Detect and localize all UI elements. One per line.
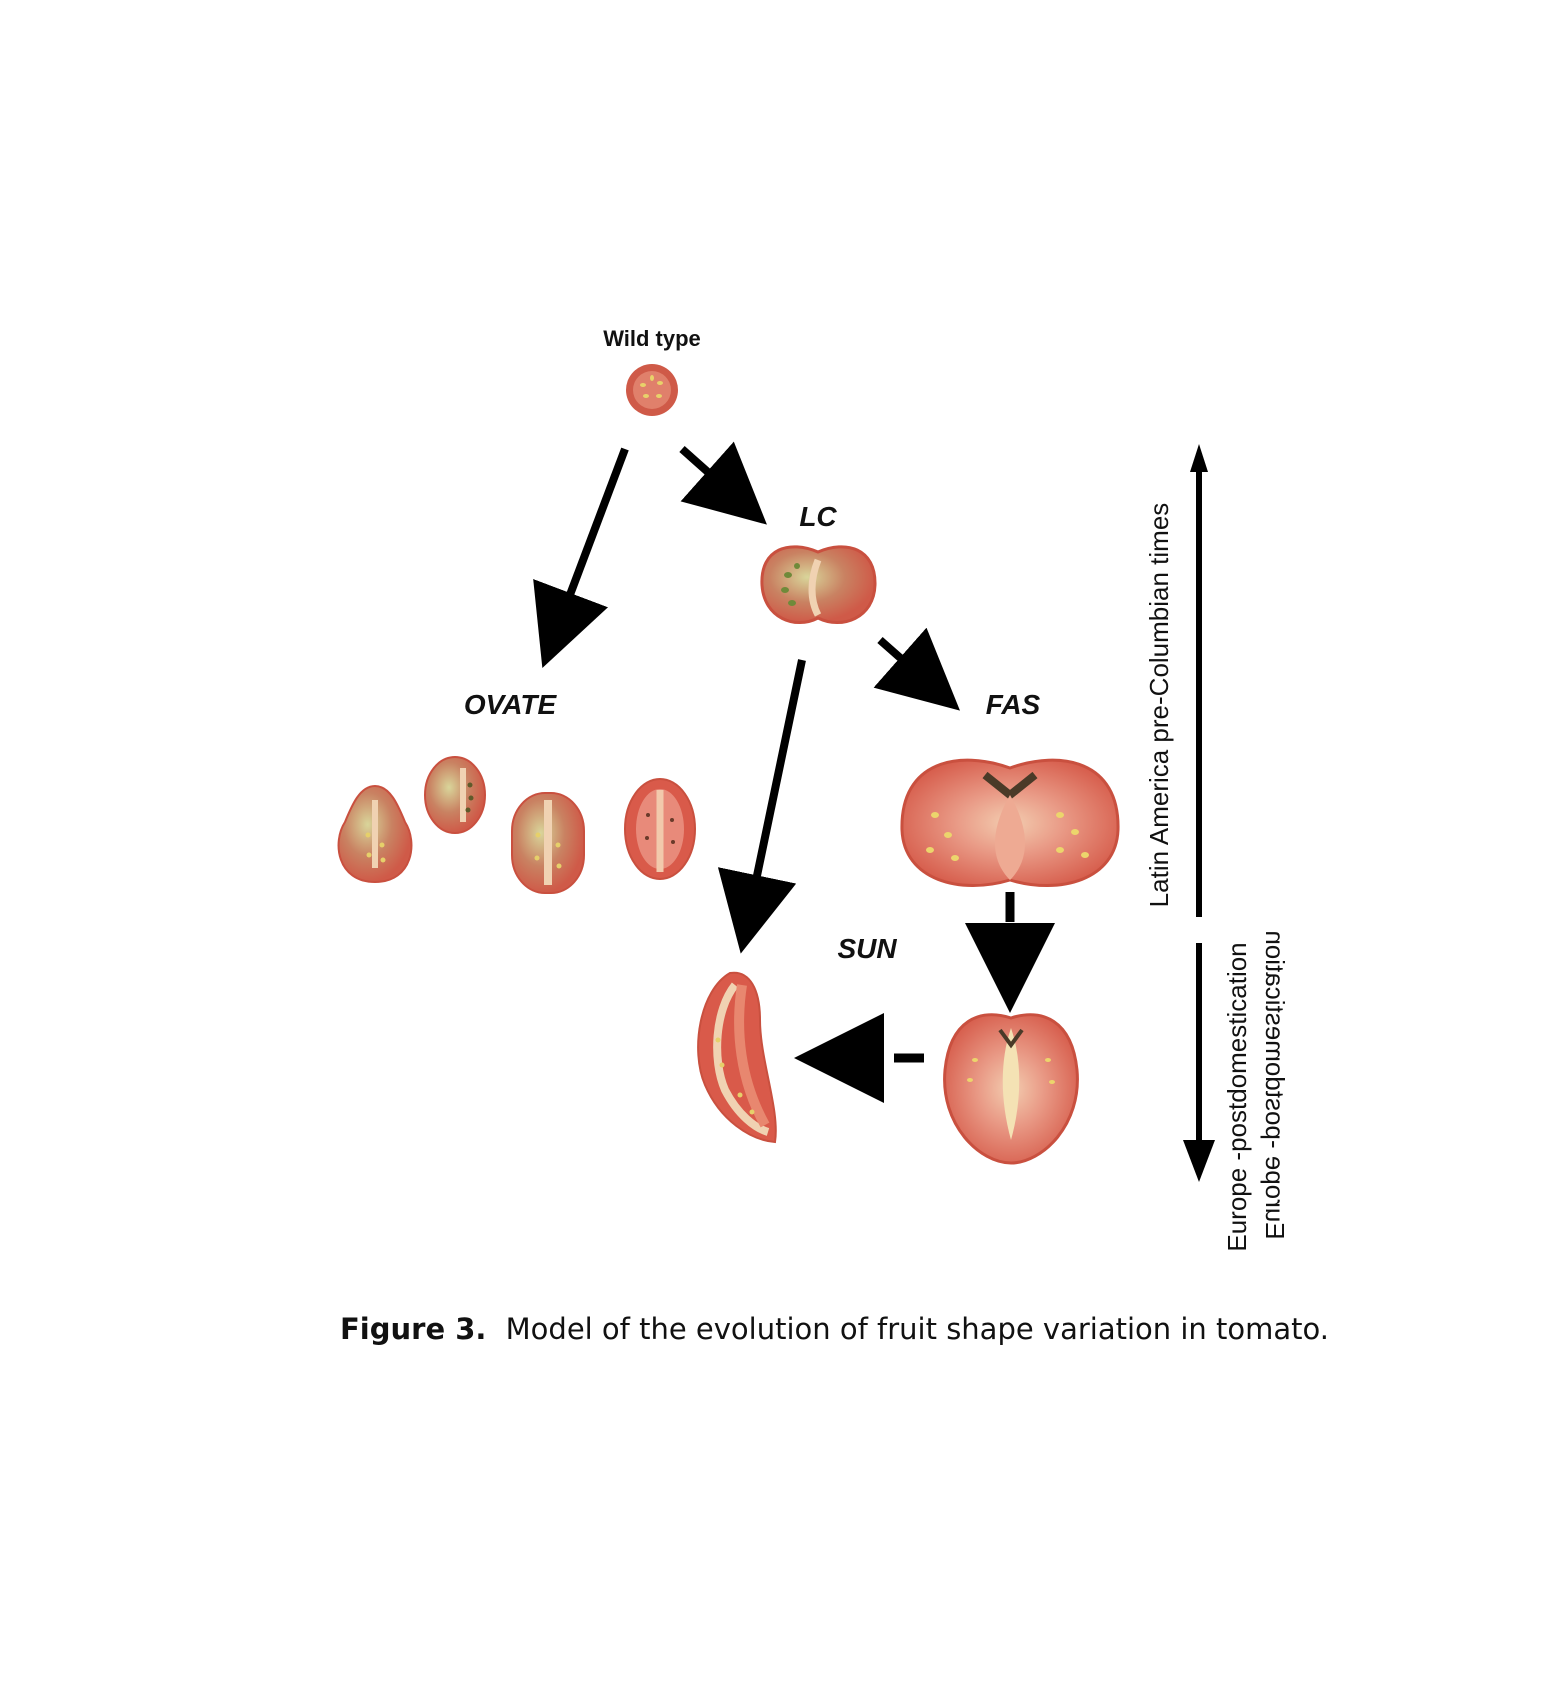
timeline-up-arrow [1190,444,1208,917]
figure-caption: Figure 3. Model of the evolution of frui… [340,1312,1340,1346]
ovate-fruit-3 [511,792,585,894]
fas-fruit [900,758,1120,888]
heart-shaped-fruit [943,1013,1079,1165]
timeline-down-arrow [1183,943,1215,1182]
wild-type-fruit [626,364,678,416]
lc-fruit [760,545,877,624]
ovate-fruit-4 [624,778,696,880]
arrow-lc-to-sun [717,659,806,954]
label-sun: SUN [837,933,897,964]
timeline-upper-label: Latin America pre-Columbian times [1144,503,1174,908]
ovate-fruit-1 [337,784,413,884]
sun-fruit [697,971,777,1144]
arrow-wild-to-lc [679,441,767,525]
ovate-fruit-2 [424,756,486,834]
arrow-lc-to-fas [873,627,960,711]
label-ovate: OVATE [464,689,558,720]
caption-label: Figure 3. [340,1312,487,1346]
caption-text: Model of the evolution of fruit shape va… [505,1312,1329,1346]
arrow-wild-to-ovate [533,447,629,668]
label-lc: LC [799,501,837,532]
timeline-lower-label: Europe -postdomestication [1222,942,1252,1251]
label-wild-type: Wild type [603,326,701,351]
timeline-lower-label-mirror: Europe -postdomestication [1260,930,1290,1239]
label-fas: FAS [986,689,1041,720]
